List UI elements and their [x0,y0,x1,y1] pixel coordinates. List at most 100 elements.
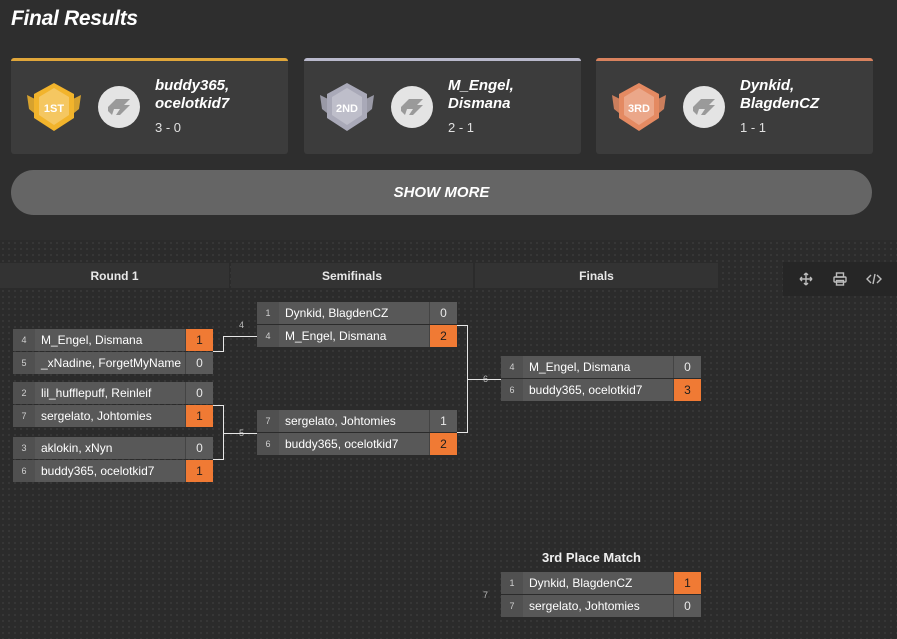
match-semifinal-a[interactable]: 1 Dynkid, BlagdenCZ 0 4 M_Engel, Dismana… [257,302,457,348]
team-seed: 7 [501,595,523,617]
result-card-second: 2ND M_Engel, Dismana 2 - 1 [304,58,581,154]
match-round1-a[interactable]: 4 M_Engel, Dismana 1 5 _xNadine, ForgetM… [13,329,213,375]
match-final[interactable]: 4 M_Engel, Dismana 0 6 buddy365, ocelotk… [501,356,701,402]
team-score: 0 [185,437,213,459]
team-name: sergelato, Johtomies [279,410,429,432]
result-card-first: 1ST buddy365, ocelotkid7 3 - 0 [11,58,288,154]
second-place-medal-icon: 2ND [320,83,374,131]
team-logo-icon [98,86,140,128]
round-header-semifinals: Semifinals [231,263,473,288]
team-name: Dynkid, BlagdenCZ [279,302,429,324]
team-score: 0 [429,302,457,324]
match-third-place[interactable]: 1 Dynkid, BlagdenCZ 1 7 sergelato, Johto… [501,572,701,618]
code-icon[interactable] [861,266,887,292]
team-seed: 4 [257,325,279,347]
match-team-row[interactable]: 4 M_Engel, Dismana 0 [501,356,701,378]
match-team-row[interactable]: 3 aklokin, xNyn 0 [13,437,213,459]
team-name: lil_hufflepuff, Reinleif [35,382,185,404]
match-team-row[interactable]: 6 buddy365, ocelotkid7 1 [13,460,213,482]
connector-line [223,336,224,352]
team-name: aklokin, xNyn [35,437,185,459]
connector-line [223,433,257,434]
team-score: 2 [429,325,457,347]
round-header-round-1: Round 1 [0,263,229,288]
team-record: 2 - 1 [448,120,475,135]
team-score: 2 [429,433,457,455]
team-score: 1 [673,572,701,594]
page-title: Final Results [11,7,138,30]
print-icon[interactable] [827,266,853,292]
team-record: 1 - 1 [740,120,767,135]
connector-line [223,336,257,337]
team-seed: 4 [13,329,35,351]
team-score: 1 [429,410,457,432]
card-accent [596,58,873,61]
match-team-row[interactable]: 5 _xNadine, ForgetMyName 0 [13,352,213,374]
match-team-row[interactable]: 4 M_Engel, Dismana 1 [13,329,213,351]
medal-label: 3RD [628,103,650,115]
team-seed: 4 [501,356,523,378]
match-team-row[interactable]: 2 lil_hufflepuff, Reinleif 0 [13,382,213,404]
team-name: sergelato, Johtomies [523,595,673,617]
connector-line [467,379,501,380]
team-name: buddy365, ocelotkid7 [35,460,185,482]
team-seed: 3 [13,437,35,459]
team-seed: 1 [257,302,279,324]
team-name: _xNadine, ForgetMyName [35,352,185,374]
match-team-row[interactable]: 7 sergelato, Johtomies 1 [13,405,213,427]
connector-line [457,325,467,326]
medal-label: 2ND [336,103,358,115]
match-semifinal-b[interactable]: 7 sergelato, Johtomies 1 6 buddy365, oce… [257,410,457,456]
match-team-row[interactable]: 1 Dynkid, BlagdenCZ 0 [257,302,457,324]
card-accent [11,58,288,61]
team-name: M_Engel, Dismana [35,329,185,351]
team-seed: 7 [13,405,35,427]
match-team-row[interactable]: 4 M_Engel, Dismana 2 [257,325,457,347]
medal-label: 1ST [44,103,64,115]
match-team-row[interactable]: 6 buddy365, ocelotkid7 3 [501,379,701,401]
match-team-row[interactable]: 6 buddy365, ocelotkid7 2 [257,433,457,455]
match-team-row[interactable]: 7 sergelato, Johtomies 0 [501,595,701,617]
team-name: M_Engel, Dismana [523,356,673,378]
team-seed: 1 [501,572,523,594]
first-place-medal-icon: 1ST [27,83,81,131]
team-seed: 5 [13,352,35,374]
team-record: 3 - 0 [155,120,182,135]
connector-line [223,405,224,460]
team-name: buddy365, ocelotkid7 [279,433,429,455]
team-score: 1 [185,405,213,427]
team-seed: 6 [257,433,279,455]
card-accent [304,58,581,61]
team-name: M_Engel, Dismana [448,77,514,112]
connector-line [213,405,223,406]
match-number: 4 [239,320,245,330]
show-more-button[interactable]: SHOW MORE [11,170,872,215]
match-round1-b[interactable]: 2 lil_hufflepuff, Reinleif 0 7 sergelato… [13,382,213,428]
connector-line [213,459,223,460]
team-score: 0 [673,356,701,378]
team-name: buddy365, ocelotkid7 [523,379,673,401]
team-logo-icon [683,86,725,128]
team-score: 1 [185,460,213,482]
team-name: Dynkid, BlagdenCZ [740,77,820,112]
team-seed: 6 [501,379,523,401]
team-logo-icon [391,86,433,128]
bracket-toolbar [783,262,897,296]
team-seed: 6 [13,460,35,482]
team-name: sergelato, Johtomies [35,405,185,427]
move-icon[interactable] [793,266,819,292]
result-card-third: 3RD Dynkid, BlagdenCZ 1 - 1 [596,58,873,154]
third-place-medal-icon: 3RD [612,83,666,131]
round-header-finals: Finals [475,263,718,288]
match-round1-c[interactable]: 3 aklokin, xNyn 0 6 buddy365, ocelotkid7… [13,437,213,483]
connector-line [457,432,467,433]
third-place-title: 3rd Place Match [542,550,641,565]
team-score: 0 [185,382,213,404]
match-team-row[interactable]: 1 Dynkid, BlagdenCZ 1 [501,572,701,594]
team-score: 1 [185,329,213,351]
team-name: M_Engel, Dismana [279,325,429,347]
team-seed: 2 [13,382,35,404]
team-score: 0 [185,352,213,374]
team-seed: 7 [257,410,279,432]
match-team-row[interactable]: 7 sergelato, Johtomies 1 [257,410,457,432]
